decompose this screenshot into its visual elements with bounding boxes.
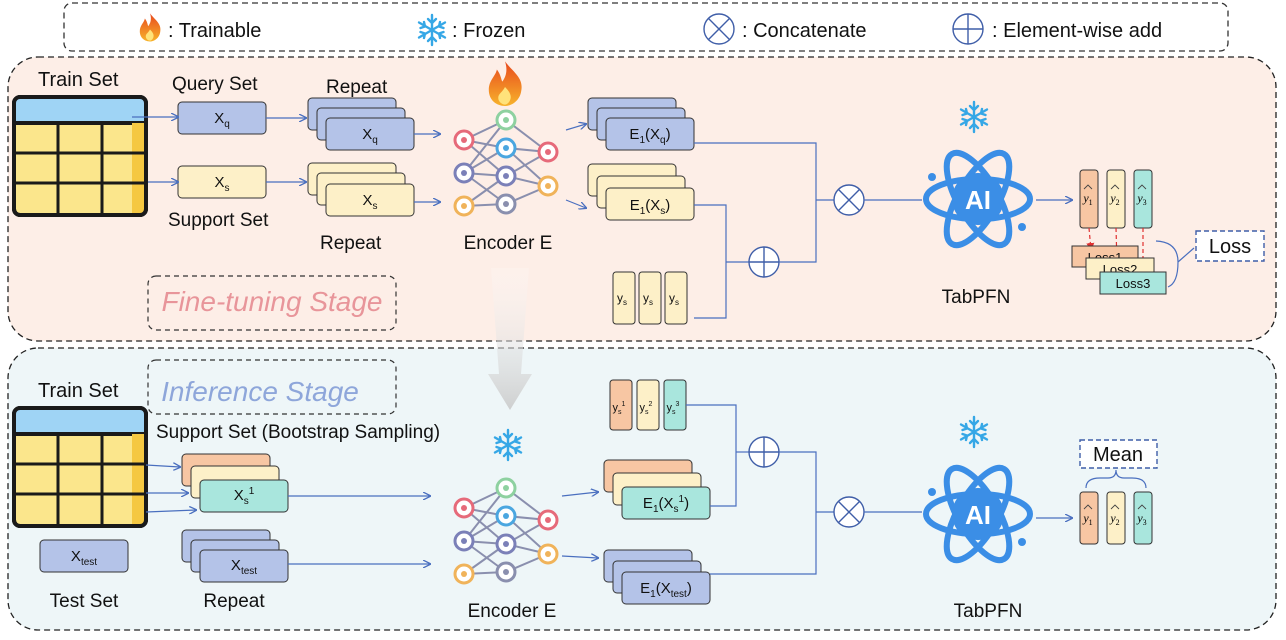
finetune-stage: Train Set Query Set Xq Xs Support Set Re… bbox=[7, 56, 1277, 342]
yhat-3: y3 bbox=[1136, 511, 1146, 527]
ai-glyph: AI bbox=[965, 500, 991, 530]
encoder-label: Encoder E bbox=[468, 601, 557, 622]
xq-label: Xq bbox=[214, 110, 230, 130]
e1-xq-stack bbox=[587, 97, 695, 151]
train-set-label: Train Set bbox=[38, 69, 119, 91]
ys-label-1: ys bbox=[617, 291, 627, 307]
repeat-bottom-label: Repeat bbox=[320, 233, 382, 254]
repeat-label: Repeat bbox=[203, 591, 265, 612]
xs-repeat-stack bbox=[307, 162, 415, 217]
ys-label-3: ys bbox=[669, 291, 679, 307]
e1-xtest-stack bbox=[603, 549, 711, 605]
ys-label-2: ys bbox=[643, 291, 653, 307]
loss3-label: Loss3 bbox=[1116, 276, 1151, 291]
concatenate-icon bbox=[833, 496, 865, 528]
legend-frozen: : Frozen bbox=[452, 20, 525, 42]
element-wise-add-icon bbox=[952, 13, 984, 45]
support-set-label: Support Set bbox=[168, 210, 269, 231]
mean-box bbox=[1079, 439, 1158, 469]
yhat-2: y2 bbox=[1109, 511, 1119, 527]
table-icon bbox=[12, 95, 148, 217]
legend-concatenate: : Concatenate bbox=[742, 20, 867, 42]
e1-xq-label: E1(Xq) bbox=[629, 126, 670, 146]
xtest-repeat-stack bbox=[181, 529, 289, 583]
loss-box bbox=[1195, 230, 1265, 262]
xtest-box bbox=[39, 539, 129, 573]
mean-label: Mean bbox=[1093, 444, 1143, 466]
test-set-label: Test Set bbox=[50, 591, 119, 612]
stage-transition-arrow bbox=[488, 268, 532, 410]
inference-stage-label: Inference Stage bbox=[161, 376, 359, 407]
element-wise-add-icon bbox=[748, 246, 780, 278]
yhat-1: y1 bbox=[1082, 191, 1092, 207]
inference-stage: Train Set Inference Stage Support Set (B… bbox=[7, 347, 1277, 631]
yhat-3: y3 bbox=[1136, 191, 1146, 207]
e1-xs-label: E1(Xs) bbox=[630, 197, 671, 217]
e1-xs-stack bbox=[587, 163, 695, 221]
query-set-label: Query Set bbox=[172, 74, 258, 95]
xq-repeat-stack bbox=[307, 97, 415, 151]
table-icon bbox=[12, 406, 148, 528]
legend-trainable: : Trainable bbox=[168, 20, 261, 42]
support-set-bootstrap-label: Support Set (Bootstrap Sampling) bbox=[156, 422, 440, 443]
finetune-stage-label: Fine-tuning Stage bbox=[161, 286, 382, 317]
yhat-1: y1 bbox=[1082, 511, 1092, 527]
xs1-label: Xs1 bbox=[234, 486, 255, 507]
ys2-label: ys2 bbox=[640, 401, 653, 416]
xs1-stack bbox=[181, 453, 289, 513]
train-set-label: Train Set bbox=[38, 380, 119, 402]
xq-repeat-label: Xq bbox=[362, 126, 378, 146]
ys-boxes bbox=[612, 271, 688, 325]
ai-glyph: AI bbox=[965, 185, 991, 215]
ys1-label: ys1 bbox=[613, 401, 626, 416]
yhat-2: y2 bbox=[1109, 191, 1119, 207]
legend-add: : Element-wise add bbox=[992, 20, 1162, 42]
e1-xs1-label: E1(Xs1) bbox=[643, 494, 689, 515]
xs-repeat-label: Xs bbox=[362, 192, 377, 212]
ys-bootstrap-boxes bbox=[609, 379, 687, 431]
loss3-box bbox=[1099, 271, 1167, 295]
tabpfn-label: TabPFN bbox=[954, 601, 1023, 622]
element-wise-add-icon bbox=[748, 436, 780, 468]
repeat-top-label: Repeat bbox=[326, 77, 388, 98]
e1-xs1-stack bbox=[603, 459, 711, 520]
legend: : Trainable : Frozen : Concatenate : Ele… bbox=[63, 2, 1229, 52]
ys3-label: ys3 bbox=[667, 401, 680, 416]
tabpfn-label: TabPFN bbox=[942, 287, 1011, 308]
concatenate-icon bbox=[833, 184, 865, 216]
yhat-boxes bbox=[1079, 491, 1153, 545]
xs-label: Xs bbox=[214, 174, 229, 194]
concatenate-icon bbox=[703, 13, 735, 45]
encoder-label: Encoder E bbox=[464, 233, 553, 254]
xtest-label: Xtest bbox=[71, 548, 97, 568]
loss-label: Loss bbox=[1209, 236, 1251, 258]
xtest-repeat-label: Xtest bbox=[231, 557, 257, 577]
e1-xtest-label: E1(Xtest) bbox=[640, 580, 692, 600]
